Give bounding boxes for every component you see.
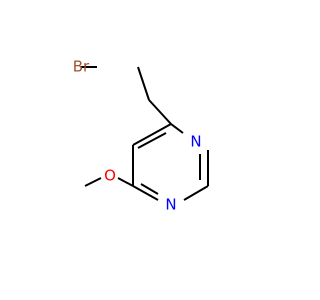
bond-n1-c2 xyxy=(183,185,209,201)
nitrogen-atom-label-n3: N xyxy=(190,133,201,151)
bond-c4-ch2 xyxy=(148,99,172,125)
bond-c4-c5-inner xyxy=(137,132,167,149)
bromine-atom-label: Br xyxy=(73,58,90,76)
bond-c6-n1 xyxy=(132,185,159,201)
molecule-structure-diagram: Br N N O xyxy=(73,58,209,214)
bond-c4-c5 xyxy=(132,123,172,146)
bond-c6-n1-inner xyxy=(140,183,159,195)
bond-c6-o xyxy=(117,177,134,187)
bond-o-ch3 xyxy=(84,177,102,187)
nitrogen-atom-label-n1: N xyxy=(165,196,176,214)
bond-c4-n3 xyxy=(170,123,184,134)
bond-ch2-br xyxy=(137,66,150,101)
oxygen-atom-label: O xyxy=(104,167,116,185)
